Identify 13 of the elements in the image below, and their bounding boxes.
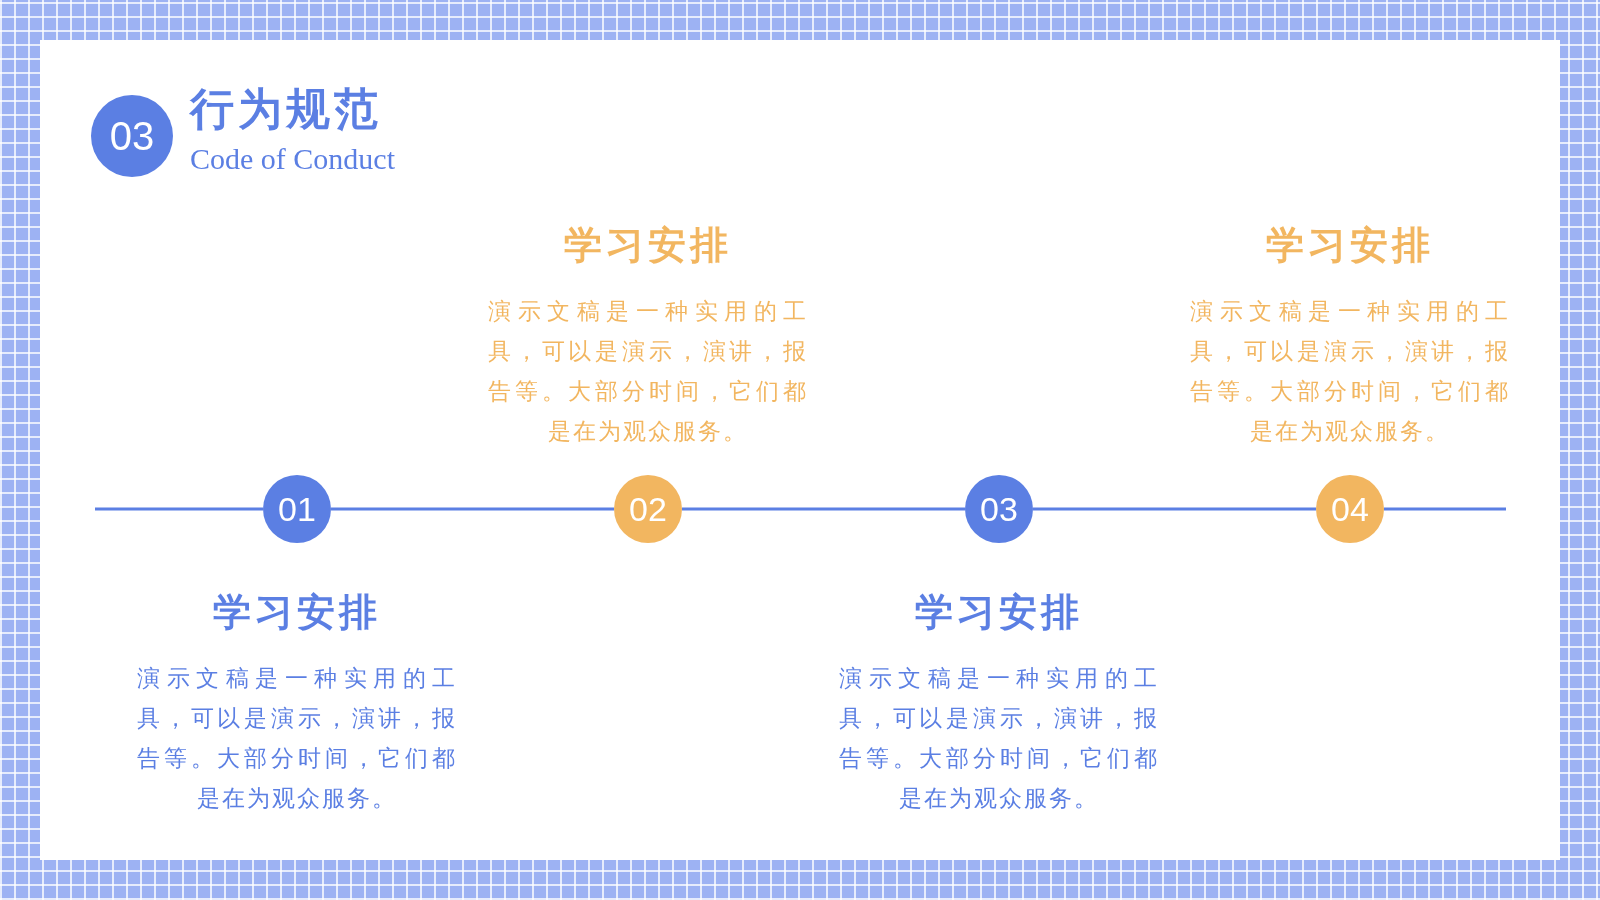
description-text: 演示文稿是一种实用的工具，可以是演示，演讲，报告等。大部分时间，它们都是在为观众服务。 (488, 297, 808, 446)
heading: 学习安排 (1265, 222, 1435, 269)
timeline-line (1033, 507, 1316, 511)
description-text: 演示文稿是一种实用的工具，可以是演示，演讲，报告等。大部分时间，它们都是在为观众服务。 (839, 664, 1159, 813)
heading: 学习安排 (914, 589, 1084, 636)
timeline-line (331, 507, 614, 511)
subtitle: Code of Conduct (190, 142, 395, 176)
description-text: 演示文稿是一种实用的工具，可以是演示，演讲，报告等。大部分时间，它们都是在为观众服务。 (1190, 297, 1510, 446)
title: 行为规范 (190, 82, 382, 136)
heading: 学习安排 (563, 222, 733, 269)
timeline-line (682, 507, 965, 511)
description-text: 演示文稿是一种实用的工具，可以是演示，演讲，报告等。大部分时间，它们都是在为观众服务。 (137, 664, 457, 813)
heading: 学习安排 (212, 589, 382, 636)
